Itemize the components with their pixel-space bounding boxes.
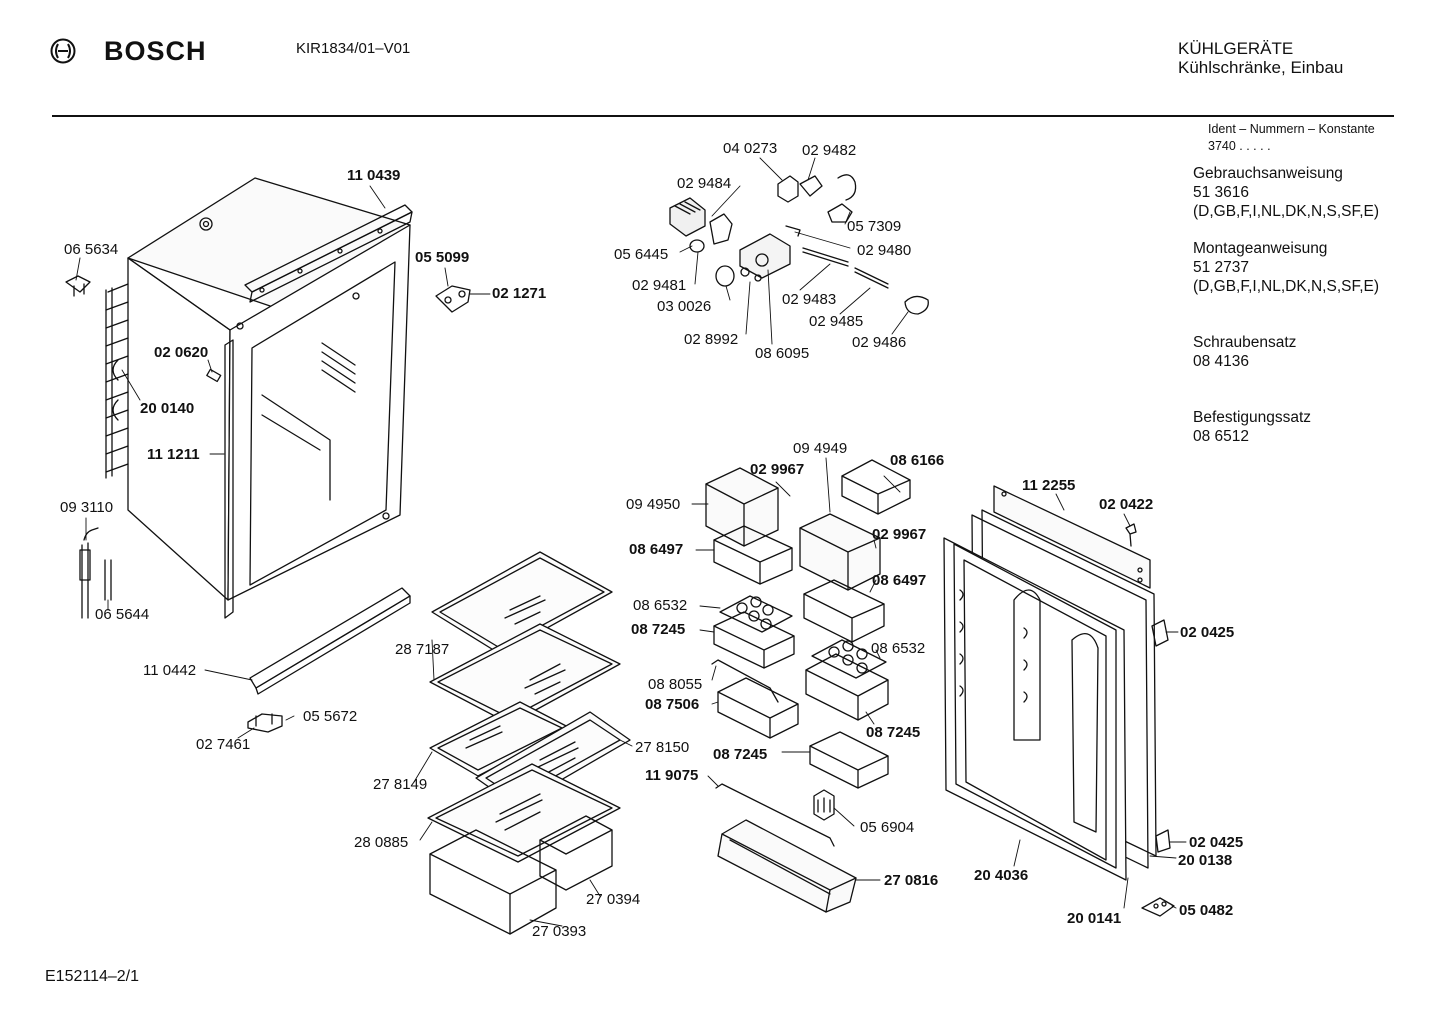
drawing-code: E152114–2/1	[45, 968, 140, 985]
small-parts-left	[65, 275, 471, 733]
info-block-schraubensatz: Schraubensatz 08 4136	[1193, 333, 1296, 371]
part-label: 20 0140	[140, 400, 195, 417]
info-title: Schraubensatz	[1193, 334, 1297, 351]
part-label: 08 7245	[631, 621, 686, 638]
door-boxes	[705, 459, 911, 913]
part-label: 02 9486	[852, 334, 907, 351]
brand-name: BOSCH	[104, 36, 207, 66]
part-label: 05 0482	[1179, 902, 1234, 919]
part-label: 08 7245	[713, 746, 768, 763]
part-label: 03 0026	[657, 298, 712, 315]
category-subtitle: Kühlschränke, Einbau	[1178, 58, 1344, 77]
part-label: 20 0141	[1067, 910, 1122, 927]
part-label: 09 4949	[793, 440, 848, 457]
part-label: 02 9482	[802, 142, 857, 159]
info-number: 51 2737	[1193, 259, 1250, 276]
bottom-rail	[249, 587, 411, 695]
part-label: 06 5634	[64, 241, 119, 258]
info-languages: (D,GB,F,I,NL,DK,N,S,SF,E)	[1193, 203, 1380, 220]
part-label: 05 5099	[415, 249, 470, 266]
part-label: 08 6497	[629, 541, 684, 558]
part-label: 20 4036	[974, 867, 1029, 884]
part-label: 11 1211	[147, 446, 200, 463]
part-label: 05 7309	[847, 218, 902, 235]
part-label: 08 6497	[872, 572, 927, 589]
part-label: 02 9480	[857, 242, 912, 259]
info-block-montageanweisung: Montageanweisung 51 2737 (D,GB,F,I,NL,DK…	[1193, 239, 1379, 296]
info-number: 08 4136	[1193, 353, 1250, 370]
ident-value: 3740 . . . . .	[1208, 139, 1271, 153]
part-label: 02 8992	[684, 331, 739, 348]
part-label: 11 0442	[143, 662, 197, 679]
part-label: 08 6166	[890, 452, 945, 469]
part-label: 02 7461	[196, 736, 251, 753]
info-number: 08 6512	[1193, 428, 1250, 445]
part-label: 27 8150	[635, 739, 690, 756]
info-block-gebrauchsanweisung: Gebrauchsanweisung 51 3616 (D,GB,F,I,NL,…	[1193, 164, 1379, 221]
part-label: 02 9484	[677, 175, 732, 192]
part-label: 27 0394	[586, 891, 641, 908]
part-label: 08 8055	[648, 676, 703, 693]
door-assembly	[943, 485, 1175, 917]
part-label: 05 6904	[860, 819, 915, 836]
thermostat-assembly	[669, 174, 929, 315]
part-label: 02 9481	[632, 277, 687, 294]
ident-title: Ident – Nummern – Konstante	[1208, 122, 1375, 136]
part-label: 02 1271	[492, 285, 547, 302]
part-label: 28 0885	[354, 834, 409, 851]
crisper-drawers	[429, 815, 613, 935]
part-label: 02 0425	[1189, 834, 1244, 851]
info-title: Gebrauchsanweisung	[1193, 165, 1343, 182]
bosch-logo-icon	[50, 38, 76, 69]
info-title: Montageanweisung	[1193, 240, 1328, 257]
part-label: 08 6095	[755, 345, 810, 362]
glass-shelves	[427, 551, 631, 863]
part-label: 02 0422	[1099, 496, 1154, 513]
part-label: 09 3110	[60, 499, 114, 516]
part-label: 08 7506	[645, 696, 700, 713]
info-title: Befestigungssatz	[1193, 409, 1312, 426]
part-label: 28 7187	[395, 641, 450, 658]
side-trim	[224, 339, 234, 619]
part-label: 04 0273	[723, 140, 778, 157]
part-label: 08 6532	[633, 597, 688, 614]
part-label: 27 0393	[532, 923, 587, 940]
part-label: 27 0816	[884, 872, 939, 889]
info-block-befestigungssatz: Befestigungssatz 08 6512	[1193, 408, 1311, 446]
header-divider	[52, 115, 1394, 117]
part-label: 11 9075	[645, 767, 699, 784]
part-label: 11 0439	[347, 167, 401, 184]
part-label: 09 4950	[626, 496, 681, 513]
part-label: 27 8149	[373, 776, 428, 793]
part-label: 02 9967	[750, 461, 805, 478]
leader-lines	[75, 157, 1187, 927]
info-number: 51 3616	[1193, 184, 1250, 201]
part-label: 08 7245	[866, 724, 921, 741]
cabinet-body	[105, 177, 411, 601]
category-title: KÜHLGERÄTE	[1178, 39, 1294, 58]
part-label: 11 2255	[1022, 477, 1076, 494]
part-label: 05 5672	[303, 708, 358, 725]
top-rail	[244, 204, 413, 303]
part-label: 02 9483	[782, 291, 837, 308]
part-label: 02 0620	[154, 344, 209, 361]
part-label: 06 5644	[95, 606, 150, 623]
part-label: 02 9967	[872, 526, 927, 543]
part-label: 02 9485	[809, 313, 864, 330]
info-languages: (D,GB,F,I,NL,DK,N,S,SF,E)	[1193, 278, 1380, 295]
part-label: 20 0138	[1178, 852, 1233, 869]
model-number: KIR1834/01–V01	[296, 40, 411, 57]
part-label: 02 0425	[1180, 624, 1235, 641]
part-label: 05 6445	[614, 246, 669, 263]
part-label: 08 6532	[871, 640, 926, 657]
